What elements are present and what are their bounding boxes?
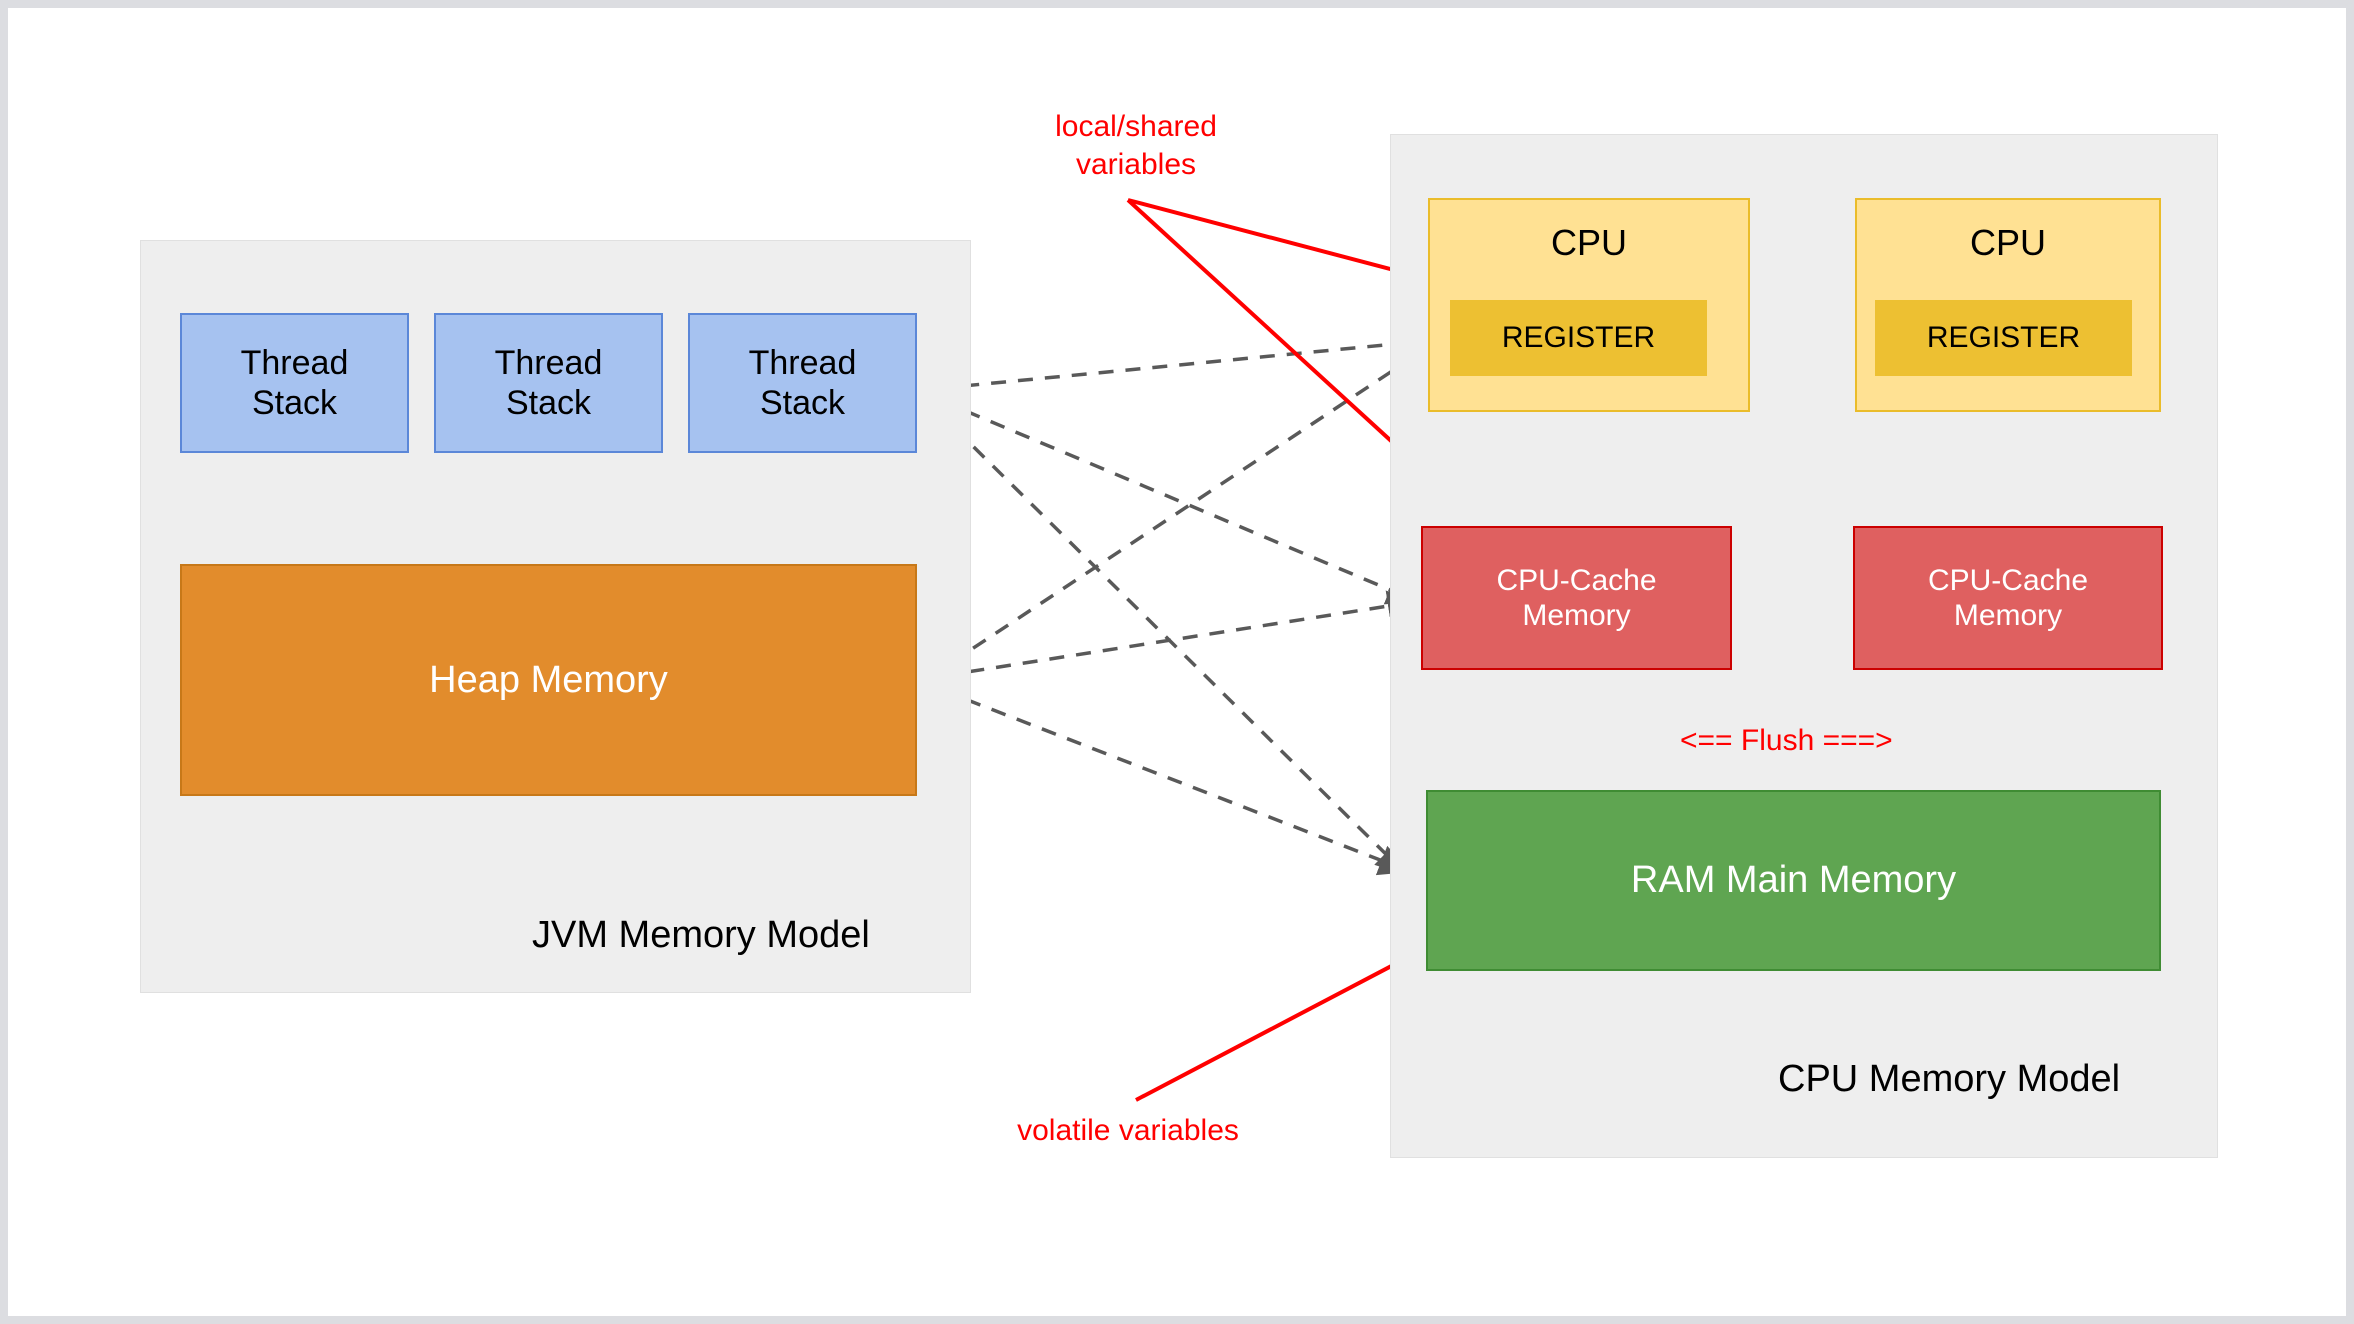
ram-main-memory-box[interactable]: RAM Main Memory: [1426, 790, 2161, 971]
arrow-threadstack-to-ram: [914, 388, 1408, 876]
arrow-register-to-heap: [917, 340, 1437, 685]
cpu-box-1[interactable]: CPU REGISTER: [1428, 198, 1750, 412]
arrow-threadstack-to-cache: [915, 388, 1419, 605]
cpu-box-2-label: CPU: [1969, 222, 2046, 263]
register-box-2[interactable]: REGISTER: [1875, 300, 2132, 376]
heap-memory-box[interactable]: Heap Memory: [180, 564, 917, 796]
cpu-panel-title: CPU Memory Model: [1778, 1058, 2121, 1100]
arrow-heap-to-cache: [915, 590, 1420, 682]
register-box-1[interactable]: REGISTER: [1450, 300, 1707, 376]
flush-label: <== Flush ===>: [1680, 724, 1893, 757]
arrow-heap-to-ram: [915, 678, 1411, 876]
cpu-box-2[interactable]: CPU REGISTER: [1855, 198, 2161, 412]
cpu-box-1-label: CPU: [1550, 222, 1627, 263]
annotation-volatile-variables: volatile variables: [1017, 1114, 1239, 1147]
jvm-panel-title: JVM Memory Model: [532, 914, 870, 956]
arrow-register-to-threadstack: [916, 338, 1437, 404]
